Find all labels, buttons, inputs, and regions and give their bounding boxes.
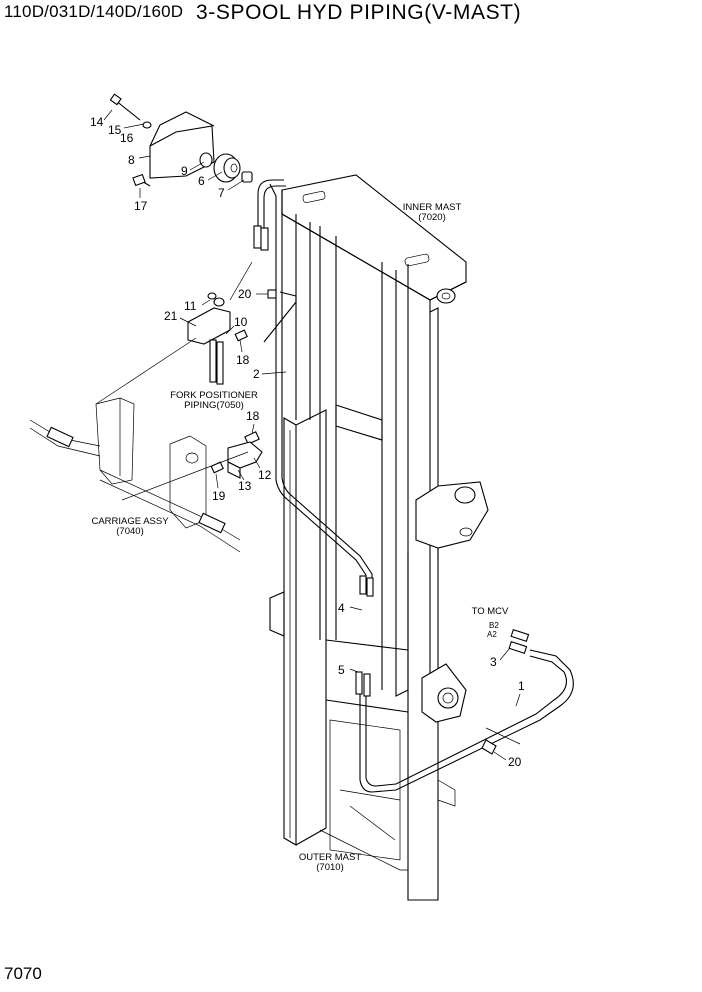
pipe-to-mcv [355,628,574,793]
model-code: 110D/031D/140D/160D [4,2,184,21]
hose-assembly [253,179,374,597]
callout-12: 12 [258,468,272,482]
fork-positioner-ref: PIPING(7050) [184,400,244,411]
callout-1: 1 [518,679,525,693]
port-a2-label: A2 [487,630,497,639]
clamp-group [210,431,263,479]
port-b2-label: B2 [489,621,499,630]
to-mcv-label: TO MCV [472,606,509,617]
callout-17: 17 [134,199,148,213]
callout-20-lower: 20 [508,755,522,769]
inner-mast-label: INNER MAST [403,202,462,213]
callout-8: 8 [128,153,135,167]
callout-11: 11 [184,299,197,313]
callout-3: 3 [490,655,497,669]
pulley-group [109,93,253,187]
callout-13: 13 [238,479,252,493]
inner-mast [281,174,489,723]
outer-mast-label: OUTER MAST [299,852,361,863]
callout-2: 2 [253,367,260,381]
callout-5: 5 [338,663,345,677]
callout-14: 14 [90,115,104,129]
page-number: 7070 [4,964,42,983]
callout-18-lower: 18 [246,409,260,423]
bracket-group [187,261,297,385]
carriage-assy [29,337,249,553]
callout-18-upper: 18 [236,353,250,367]
callout-16: 16 [120,131,134,145]
page-title: 3-SPOOL HYD PIPING(V-MAST) [196,1,522,24]
carriage-assy-label: CARRIAGE ASSY [91,516,169,527]
callout-10: 10 [234,315,248,329]
callout-19: 19 [212,489,226,503]
leader-lines [103,109,521,761]
callout-4: 4 [338,601,345,615]
callout-6: 6 [198,174,205,188]
inner-mast-ref: (7020) [418,212,445,223]
callout-7: 7 [218,186,225,200]
callout-9: 9 [181,164,188,178]
outer-mast [269,409,456,901]
outer-mast-ref: (7010) [316,862,343,873]
callout-20-upper: 20 [238,287,252,301]
carriage-assy-ref: (7040) [116,526,143,537]
callout-15: 15 [108,123,122,137]
callout-21: 21 [164,309,178,323]
fork-positioner-label: FORK POSITIONER [170,390,258,401]
